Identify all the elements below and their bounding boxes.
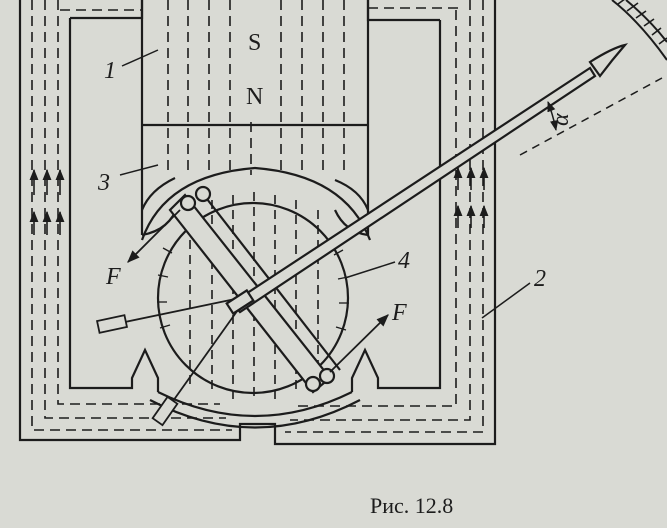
scale xyxy=(611,0,667,61)
pole-s-label: S xyxy=(248,30,261,56)
pointer xyxy=(225,43,629,316)
flux-lines-outer xyxy=(31,0,484,433)
iron-core xyxy=(156,201,350,395)
angle-label: α xyxy=(548,113,574,126)
core-radial-ticks xyxy=(157,247,349,331)
force-left-label: F xyxy=(105,264,121,290)
flux-arrows xyxy=(29,166,489,235)
angle-reference xyxy=(519,77,663,156)
magnetic-yoke xyxy=(18,0,497,446)
part-3-label: 3 xyxy=(97,170,110,196)
magnet-flux-lines xyxy=(167,0,345,175)
part-2-label: 2 xyxy=(534,266,546,292)
part-1-label: 1 xyxy=(104,58,116,84)
force-right-label: F xyxy=(391,300,407,326)
leader-lines xyxy=(119,49,531,319)
pole-shoe xyxy=(140,166,372,429)
force-arrows xyxy=(127,209,389,373)
pole-n-label: N xyxy=(246,84,263,110)
figure-caption: Рис. 12.8 xyxy=(370,493,453,518)
scale-ticks xyxy=(617,0,667,45)
current-leads xyxy=(95,297,246,427)
part-4-label: 4 xyxy=(398,248,410,274)
